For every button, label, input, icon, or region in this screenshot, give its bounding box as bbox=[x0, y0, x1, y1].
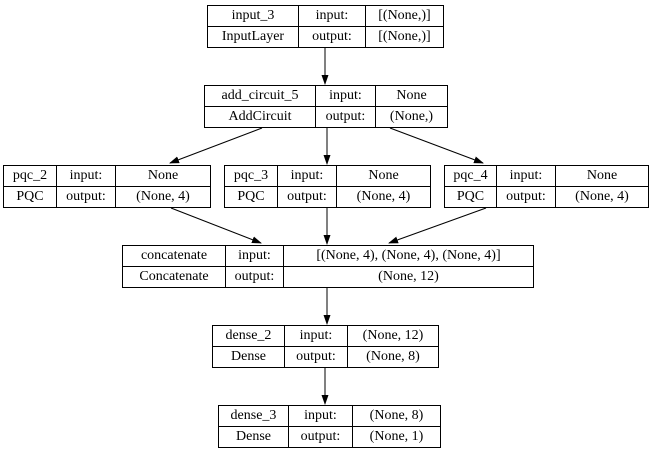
layer-type: Dense bbox=[218, 426, 289, 448]
output-label: output: bbox=[496, 186, 556, 208]
output-shape: (None,) bbox=[375, 106, 448, 128]
layer-type: InputLayer bbox=[207, 26, 299, 48]
layer-node-add_circuit_5: add_circuit_5 input: None AddCircuit out… bbox=[204, 85, 448, 128]
input-label: input: bbox=[277, 165, 337, 187]
output-shape: (None, 12) bbox=[283, 266, 534, 288]
layer-node-pqc_4: pqc_4 input: None PQC output: (None, 4) bbox=[444, 165, 649, 208]
input-label: input: bbox=[496, 165, 556, 187]
edge-addcircuit5-pqc2 bbox=[169, 127, 263, 164]
layer-name: concatenate bbox=[122, 245, 226, 267]
layer-type: PQC bbox=[444, 186, 497, 208]
input-shape: (None, 8) bbox=[352, 405, 441, 427]
output-label: output: bbox=[56, 186, 116, 208]
layer-name: pqc_3 bbox=[224, 165, 278, 187]
output-label: output: bbox=[284, 346, 348, 368]
input-label: input: bbox=[298, 5, 366, 27]
input-shape: [(None, 4), (None, 4), (None, 4)] bbox=[283, 245, 534, 267]
layer-node-dense_3: dense_3 input: (None, 8) Dense output: (… bbox=[218, 405, 441, 448]
output-label: output: bbox=[298, 26, 366, 48]
output-shape: (None, 4) bbox=[336, 186, 431, 208]
edge-pqc4-concatenate bbox=[388, 207, 487, 244]
output-label: output: bbox=[315, 106, 376, 128]
output-shape: (None, 1) bbox=[352, 426, 441, 448]
output-shape: (None, 4) bbox=[115, 186, 211, 208]
layer-type: PQC bbox=[3, 186, 57, 208]
input-label: input: bbox=[288, 405, 353, 427]
input-label: input: bbox=[225, 245, 284, 267]
input-label: input: bbox=[284, 325, 348, 347]
input-shape: [(None,)] bbox=[365, 5, 444, 27]
output-label: output: bbox=[277, 186, 337, 208]
input-shape: None bbox=[115, 165, 211, 187]
layer-type: AddCircuit bbox=[204, 106, 316, 128]
input-shape: None bbox=[336, 165, 431, 187]
layer-name: dense_2 bbox=[212, 325, 285, 347]
input-label: input: bbox=[56, 165, 116, 187]
input-shape: (None, 12) bbox=[347, 325, 439, 347]
layer-name: dense_3 bbox=[218, 405, 289, 427]
layer-node-input_3: input_3 input: [(None,)] InputLayer outp… bbox=[207, 5, 444, 48]
output-shape: (None, 8) bbox=[347, 346, 439, 368]
layer-name: input_3 bbox=[207, 5, 299, 27]
output-label: output: bbox=[225, 266, 284, 288]
layer-name: pqc_2 bbox=[3, 165, 57, 187]
layer-node-dense_2: dense_2 input: (None, 12) Dense output: … bbox=[212, 325, 439, 368]
layer-node-pqc_3: pqc_3 input: None PQC output: (None, 4) bbox=[224, 165, 431, 208]
layer-type: Dense bbox=[212, 346, 285, 368]
output-shape: [(None,)] bbox=[365, 26, 444, 48]
edge-pqc2-concatenate bbox=[170, 207, 262, 244]
edge-addcircuit5-pqc4 bbox=[389, 127, 484, 164]
input-shape: None bbox=[375, 85, 448, 107]
input-shape: None bbox=[555, 165, 649, 187]
output-shape: (None, 4) bbox=[555, 186, 649, 208]
layer-type: Concatenate bbox=[122, 266, 226, 288]
input-label: input: bbox=[315, 85, 376, 107]
layer-node-concatenate: concatenate input: [(None, 4), (None, 4)… bbox=[122, 245, 534, 288]
layer-name: pqc_4 bbox=[444, 165, 497, 187]
layer-node-pqc_2: pqc_2 input: None PQC output: (None, 4) bbox=[3, 165, 211, 208]
output-label: output: bbox=[288, 426, 353, 448]
layer-name: add_circuit_5 bbox=[204, 85, 316, 107]
layer-type: PQC bbox=[224, 186, 278, 208]
